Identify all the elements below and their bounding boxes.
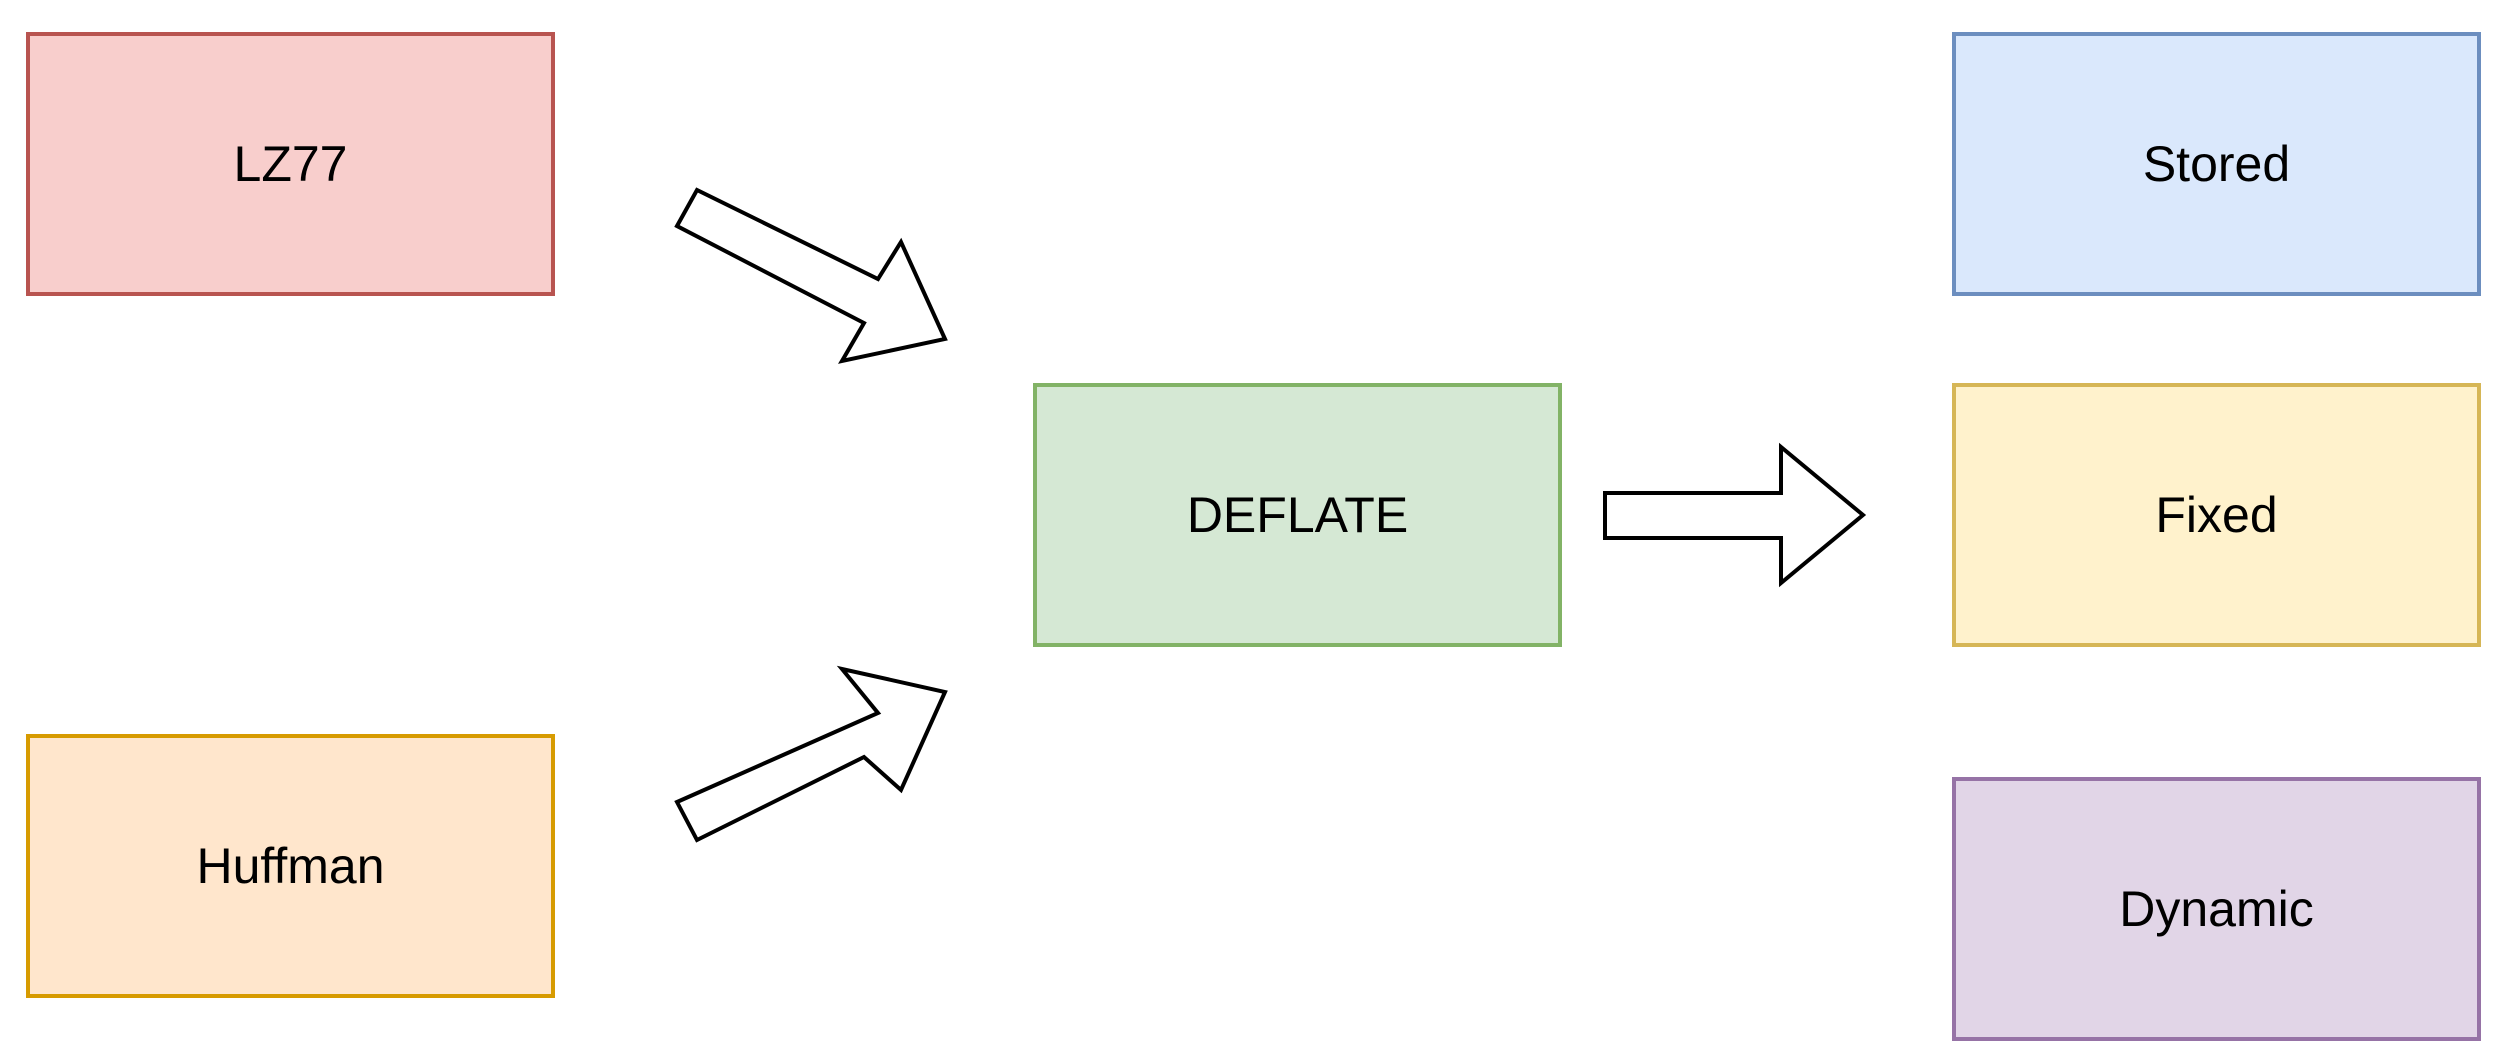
- node-dynamic-label: Dynamic: [2119, 881, 2314, 937]
- node-deflate: DEFLATE: [1033, 383, 1562, 647]
- edge-lz77-to-deflate: [674, 187, 948, 364]
- node-huffman: Huffman: [26, 734, 555, 998]
- node-huffman-label: Huffman: [196, 838, 385, 894]
- edge-huffman-to-deflate: [674, 665, 948, 843]
- node-stored-label: Stored: [2142, 136, 2291, 192]
- edge-deflate-to-fixed: [1603, 442, 1867, 588]
- node-lz77-label: LZ77: [233, 136, 348, 192]
- node-stored: Stored: [1952, 32, 2481, 296]
- node-lz77: LZ77: [26, 32, 555, 296]
- node-dynamic: Dynamic: [1952, 777, 2481, 1041]
- node-deflate-label: DEFLATE: [1186, 487, 1409, 543]
- node-fixed: Fixed: [1952, 383, 2481, 647]
- node-fixed-label: Fixed: [2155, 487, 2278, 543]
